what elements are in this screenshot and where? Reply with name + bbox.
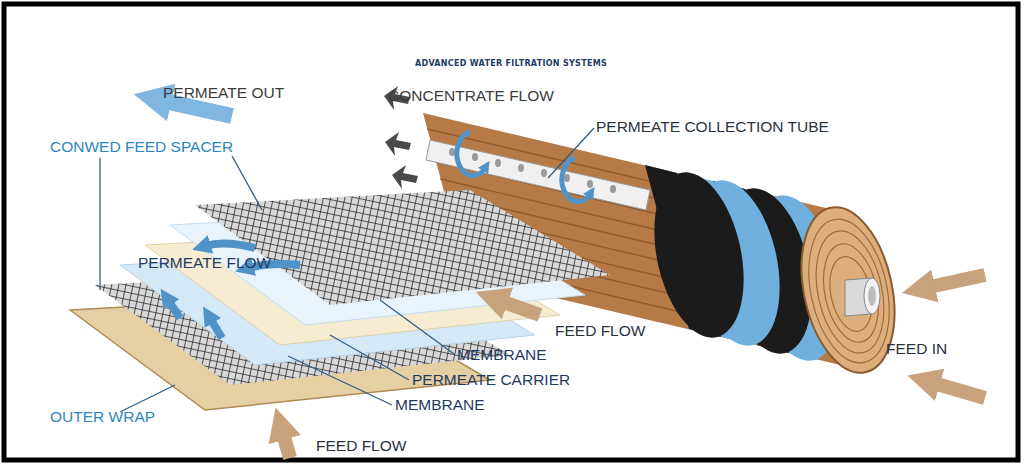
leader-lines-part bbox=[288, 356, 392, 405]
feed-arrows-part bbox=[282, 430, 290, 458]
membrane-roll-part-part bbox=[815, 239, 887, 348]
collection-tube-part bbox=[457, 132, 590, 202]
part-label: PERMEATE FLOW bbox=[138, 254, 271, 272]
membrane-roll-part-part bbox=[806, 225, 894, 360]
collection-tube-part-part bbox=[472, 153, 478, 161]
permeate-flow-arrows-part bbox=[205, 243, 255, 248]
membrane-roll-part bbox=[640, 164, 757, 346]
membrane-roll-part bbox=[868, 286, 876, 306]
membrane-roll-part-part bbox=[797, 212, 902, 371]
diagram-title: ADVANCED WATER FILTRATION SYSTEMS bbox=[415, 59, 607, 68]
permeate-flow-arrows-part bbox=[168, 300, 180, 318]
leader-lines-part bbox=[380, 300, 454, 354]
collection-tube-part-part bbox=[587, 180, 593, 188]
collection-tube-part-part bbox=[449, 148, 455, 156]
part-label: PERMEATE CARRIER bbox=[412, 371, 570, 389]
feed-arrows-part bbox=[930, 382, 985, 398]
collection-tube-part-part bbox=[457, 132, 485, 176]
part-label: PERMEATE OUT bbox=[163, 84, 284, 102]
collection-tube-part-part bbox=[495, 159, 501, 167]
part-label: FEED FLOW bbox=[316, 437, 406, 455]
concentrate-arrows-part bbox=[385, 132, 411, 156]
part-label: FEED IN bbox=[886, 340, 947, 358]
collection-tube-part-part bbox=[610, 185, 616, 193]
collection-tube-part-part bbox=[562, 158, 590, 202]
permeate-flow-arrows-part bbox=[210, 318, 222, 338]
membrane-layers bbox=[70, 190, 610, 410]
part-label: CONCENTRATE FLOW bbox=[388, 87, 554, 105]
collection-tube-part-part bbox=[518, 164, 524, 172]
concentrate-arrows-part bbox=[392, 165, 418, 189]
leader-lines-part bbox=[99, 158, 100, 290]
frame bbox=[4, 4, 1018, 460]
feed-arrows-part bbox=[498, 300, 540, 315]
leader-lines-part bbox=[232, 156, 262, 210]
part-label: PERMEATE COLLECTION TUBE bbox=[596, 118, 829, 136]
membrane-layers-part bbox=[195, 190, 610, 305]
part-label: CONWED FEED SPACER bbox=[50, 138, 233, 156]
permeate-out-arrow bbox=[160, 100, 232, 116]
leader-lines-part bbox=[548, 128, 594, 178]
part-label: MEMBRANE bbox=[457, 346, 547, 364]
leader-lines-part bbox=[120, 385, 175, 412]
membrane-roll-part bbox=[864, 278, 880, 314]
collection-tube-part-part bbox=[564, 174, 570, 182]
leader-lines bbox=[100, 128, 594, 412]
collection-tube-part-part bbox=[541, 169, 547, 177]
membrane-roll-part bbox=[797, 212, 902, 371]
membrane-roll-part-part bbox=[824, 253, 879, 336]
feed-arrows-part bbox=[925, 275, 985, 288]
feed-arrows bbox=[282, 275, 985, 458]
leader-lines-part bbox=[330, 335, 409, 380]
part-label: OUTER WRAP bbox=[50, 408, 155, 426]
part-label: MEMBRANE bbox=[395, 396, 485, 414]
collection-tube-part bbox=[449, 148, 616, 193]
part-label: FEED FLOW bbox=[555, 322, 645, 340]
